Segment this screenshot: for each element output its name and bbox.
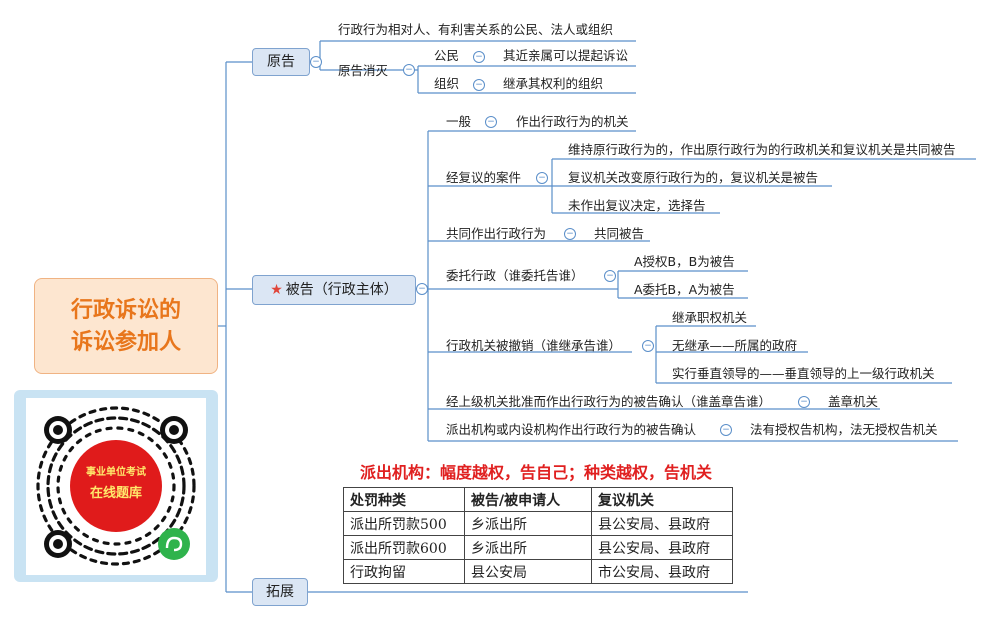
qr-text-2: 在线题库 <box>90 485 142 501</box>
review-item: 复议机关改变原行政行为的，复议机关是被告 <box>568 170 819 185</box>
citizen-label: 公民 <box>434 48 460 63</box>
approval-label: 经上级机关批准而作出行政行为的被告确认（谁盖章告谁） <box>446 394 772 409</box>
table-cell: 派出所罚款600 <box>343 535 465 560</box>
table-row: 行政拘留 县公安局 市公安局、县政府 <box>343 559 733 584</box>
revoked-label: 行政机关被撤销（谁继承告谁） <box>446 338 622 353</box>
organization-label: 组织 <box>434 76 460 91</box>
plaintiff-definition: 行政行为相对人、有利害关系的公民、法人或组织 <box>338 22 614 37</box>
star-icon: ★ <box>270 282 283 298</box>
table-header-row: 处罚种类 被告/被申请人 复议机关 <box>343 487 733 512</box>
root-line-2: 诉讼参加人 <box>70 330 181 355</box>
collapse-icon[interactable] <box>310 56 322 68</box>
joint-detail: 共同被告 <box>594 226 645 241</box>
entrust-label: 委托行政（谁委托告谁） <box>446 268 584 283</box>
table-cell: 县公安局 <box>464 559 592 584</box>
dispatched-label: 派出机构或内设机构作出行政行为的被告确认 <box>446 422 697 437</box>
collapse-icon[interactable] <box>798 396 810 408</box>
defendant-node[interactable]: ★被告（行政主体） <box>252 275 416 305</box>
table-cell: 派出所罚款500 <box>343 511 465 536</box>
table-header: 被告/被申请人 <box>464 487 592 512</box>
plaintiff-node[interactable]: 原告 <box>252 48 310 76</box>
root-topic: 行政诉讼的 诉讼参加人 <box>34 278 218 374</box>
revoked-item: 实行垂直领导的——垂直领导的上一级行政机关 <box>672 366 935 381</box>
revoked-item: 无继承——所属的政府 <box>672 338 798 353</box>
revoked-item: 继承职权机关 <box>672 310 748 325</box>
general-label: 一般 <box>446 114 472 129</box>
table-cell: 县公安局、县政府 <box>591 535 733 560</box>
review-item: 未作出复议决定，选择告 <box>568 198 706 213</box>
entrust-item: A委托B，A为被告 <box>634 282 735 297</box>
collapse-icon[interactable] <box>485 116 497 128</box>
collapse-icon[interactable] <box>642 340 654 352</box>
table-header: 复议机关 <box>591 487 733 512</box>
extension-headline: 派出机构：幅度越权，告自己；种类越权，告机关 <box>360 463 713 482</box>
extension-node[interactable]: 拓展 <box>252 578 308 606</box>
joint-label: 共同作出行政行为 <box>446 226 547 241</box>
approval-detail: 盖章机关 <box>828 394 879 409</box>
table-row: 派出所罚款500 乡派出所 县公安局、县政府 <box>343 511 733 536</box>
collapse-icon[interactable] <box>473 79 485 91</box>
organization-detail: 继承其权利的组织 <box>503 76 604 91</box>
root-line-1: 行政诉讼的 <box>70 298 181 323</box>
entrust-item: A授权B，B为被告 <box>634 254 735 269</box>
collapse-icon[interactable] <box>720 424 732 436</box>
citizen-detail: 其近亲属可以提起诉讼 <box>503 48 629 63</box>
table-cell: 市公安局、县政府 <box>591 559 733 584</box>
review-item: 维持原行政行为的，作出原行政行为的行政机关和复议机关是共同被告 <box>568 142 956 157</box>
collapse-icon[interactable] <box>473 51 485 63</box>
dispatched-detail: 法有授权告机构，法无授权告机关 <box>750 422 938 437</box>
table-cell: 县公安局、县政府 <box>591 511 733 536</box>
collapse-icon[interactable] <box>536 172 548 184</box>
extinction-label: 原告消灭 <box>338 63 389 78</box>
table-cell: 乡派出所 <box>464 535 592 560</box>
collapse-icon[interactable] <box>604 270 616 282</box>
collapse-icon[interactable] <box>416 283 428 295</box>
penalty-table: 处罚种类 被告/被申请人 复议机关 派出所罚款500 乡派出所 县公安局、县政府… <box>343 487 733 584</box>
collapse-icon[interactable] <box>403 64 415 76</box>
table-cell: 乡派出所 <box>464 511 592 536</box>
table-header: 处罚种类 <box>343 487 465 512</box>
table-cell: 行政拘留 <box>343 559 465 584</box>
qr-text-1: 事业单位考试 <box>86 465 146 478</box>
table-row: 派出所罚款600 乡派出所 县公安局、县政府 <box>343 535 733 560</box>
general-detail: 作出行政行为的机关 <box>516 114 629 129</box>
review-label: 经复议的案件 <box>446 170 522 185</box>
collapse-icon[interactable] <box>564 228 576 240</box>
qr-code: 事业单位考试 在线题库 <box>26 398 206 575</box>
